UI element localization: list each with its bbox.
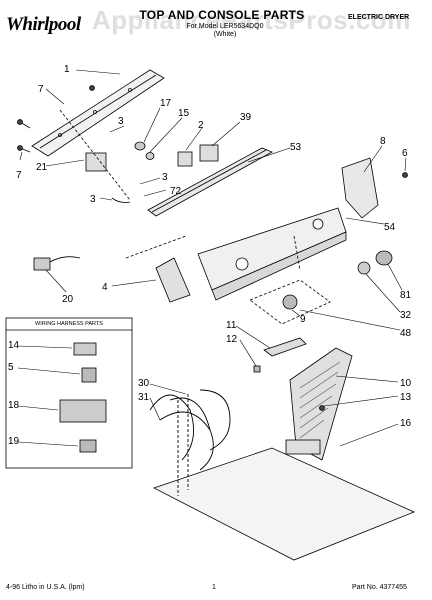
callout-8: 8 bbox=[380, 136, 386, 147]
watermark: AppliancePartsPros.com bbox=[92, 5, 411, 35]
part-17 bbox=[134, 141, 146, 151]
callout-3a: 3 bbox=[118, 116, 124, 127]
callout-3b: 3 bbox=[162, 172, 168, 183]
callout-13: 13 bbox=[400, 392, 412, 403]
callout-7b: 7 bbox=[16, 170, 22, 181]
inset-title: WIRING HARNESS PARTS bbox=[35, 321, 103, 327]
part-39 bbox=[199, 144, 219, 162]
callout-6: 6 bbox=[402, 148, 408, 159]
callout-1: 1 bbox=[64, 64, 70, 75]
callout-72: 72 bbox=[170, 186, 182, 197]
callout-32: 32 bbox=[400, 310, 412, 321]
model-color-note: (White) bbox=[213, 31, 237, 38]
callout-12: 12 bbox=[226, 334, 238, 345]
callout-39: 39 bbox=[240, 112, 252, 123]
part-4-endcap bbox=[155, 257, 191, 303]
callout-53: 53 bbox=[290, 142, 302, 153]
callout-10: 10 bbox=[400, 378, 412, 389]
callout-31: 31 bbox=[138, 392, 150, 403]
part-5 bbox=[81, 367, 97, 383]
part-21 bbox=[85, 152, 107, 172]
inset-callout-5: 5 bbox=[8, 362, 14, 373]
callout-15: 15 bbox=[178, 108, 190, 119]
callout-20: 20 bbox=[62, 294, 74, 305]
inset-callout-19: 19 bbox=[8, 436, 20, 447]
wire-harness bbox=[149, 389, 231, 496]
part-8-bracket bbox=[341, 157, 379, 219]
callout-3c: 3 bbox=[90, 194, 96, 205]
part-11 bbox=[263, 337, 307, 357]
brand-logo: Whirlpool bbox=[6, 14, 81, 35]
part-53-strip bbox=[147, 147, 273, 217]
callout-54: 54 bbox=[384, 222, 396, 233]
inset-callout-14: 14 bbox=[8, 340, 20, 351]
callout-16: 16 bbox=[400, 418, 412, 429]
part-18 bbox=[59, 399, 107, 423]
page-title: TOP AND CONSOLE PARTS bbox=[139, 8, 305, 22]
part-15 bbox=[145, 152, 155, 160]
part-1-bracket bbox=[31, 69, 165, 157]
screw-icon bbox=[17, 85, 95, 153]
page-number: 1 bbox=[212, 584, 216, 591]
callout-17: 17 bbox=[160, 98, 172, 109]
callout-48: 48 bbox=[400, 328, 412, 339]
part-48-box bbox=[249, 279, 331, 325]
model-subtitle: For Model LER5634DQ0 bbox=[186, 23, 264, 30]
callout-21: 21 bbox=[36, 162, 48, 173]
callout-30: 30 bbox=[138, 378, 150, 389]
callout-7a: 7 bbox=[38, 84, 44, 95]
part-19 bbox=[79, 439, 97, 453]
callout-2: 2 bbox=[198, 120, 204, 131]
part-14 bbox=[73, 342, 97, 356]
inset-callout-18: 18 bbox=[8, 400, 20, 411]
callout-81: 81 bbox=[400, 290, 412, 301]
callout-4: 4 bbox=[102, 282, 108, 293]
callout-9: 9 bbox=[300, 314, 306, 325]
product-type: ELECTRIC DRYER bbox=[348, 14, 410, 21]
part-32-knob bbox=[357, 261, 371, 275]
part-16-top bbox=[152, 447, 416, 561]
callout-11: 11 bbox=[226, 320, 237, 331]
footer-litho: 4-96 Litho in U.S.A. (lpm) bbox=[6, 584, 85, 591]
part-2 bbox=[177, 151, 193, 167]
part-81-knob bbox=[375, 250, 393, 266]
inset-box bbox=[5, 317, 133, 469]
part-number: Part No. 4377455 bbox=[352, 584, 407, 591]
part-20 bbox=[33, 257, 51, 271]
